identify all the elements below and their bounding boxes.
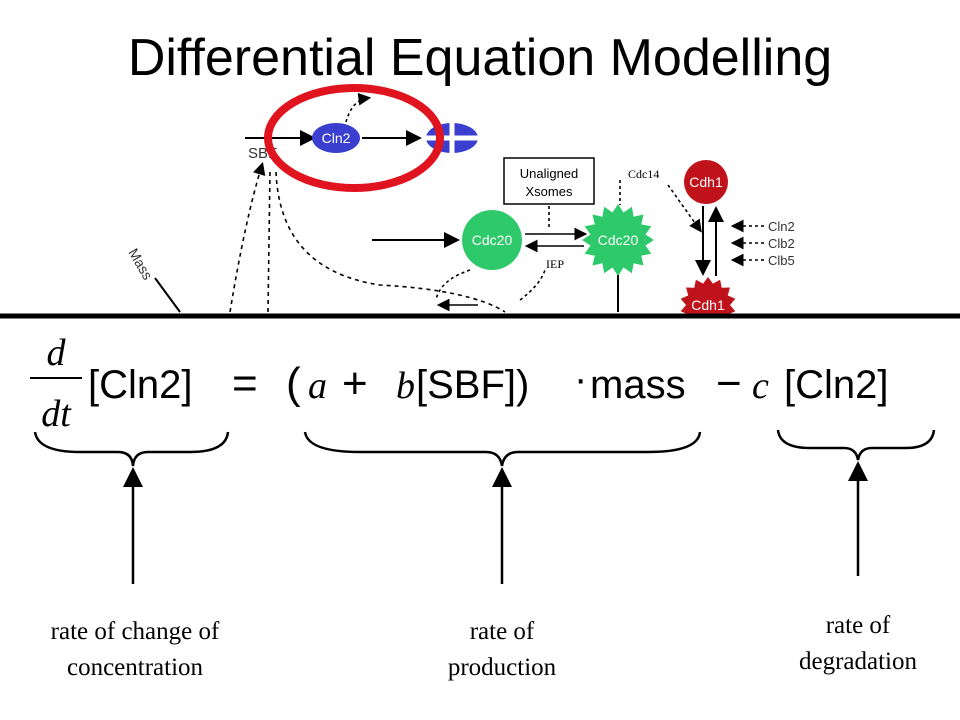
slide-title: Differential Equation Modelling (127, 29, 833, 87)
iep-label: IEP (546, 257, 564, 271)
label-rate-of-production: rate of production (447, 618, 557, 681)
brace-degradation (776, 429, 936, 461)
eq-d: d (47, 332, 67, 374)
unaligned-xsomes-box (503, 157, 595, 205)
cdc20-active-node (582, 204, 654, 276)
equation: d dt [Cln2] = ( a + b [SBF]) · mass − c … (30, 332, 889, 435)
cln2-node (312, 123, 360, 153)
cdh1-inactive-node-label: Cdh1 (691, 297, 725, 313)
eq-cln2-rhs: [Cln2] (784, 363, 889, 407)
inhibitor-cln2: Cln2 (768, 219, 795, 234)
mass-label: Mass (125, 246, 156, 283)
eq-a: a (308, 365, 327, 407)
inhibitor-clb5: Clb5 (768, 253, 795, 268)
brace-change (33, 431, 230, 467)
inhibitor-clb2: Clb2 (768, 236, 795, 251)
brace-production (303, 431, 702, 467)
label-rate-of-degradation: rate of degradation (798, 612, 917, 675)
eq-sbf: [SBF]) (416, 363, 529, 407)
eq-c: c (752, 365, 769, 407)
cdc20-node-label: Cdc20 (472, 232, 513, 248)
cln2-highlight-circle (264, 84, 444, 192)
cdc14-label: Cdc14 (628, 167, 659, 181)
eq-dt: dt (41, 393, 72, 435)
svg-text:Xsomes: Xsomes (526, 184, 573, 199)
eq-mass: mass (590, 363, 686, 407)
eq-equals: = (232, 359, 258, 408)
cln2-node-label: Cln2 (322, 130, 351, 146)
cdc20-active-node-label: Cdc20 (598, 232, 639, 248)
eq-paren-open: ( (286, 359, 301, 408)
eq-b: b (396, 365, 415, 407)
eq-minus: − (716, 359, 742, 408)
cdh1-node (684, 160, 728, 204)
svg-text:Unaligned: Unaligned (520, 166, 579, 181)
eq-cln2-lhs: [Cln2] (88, 363, 193, 407)
label-rate-of-change: rate of change of concentration (50, 618, 220, 681)
cdh1-node-label: Cdh1 (689, 174, 723, 190)
cdc20-node (462, 210, 522, 270)
eq-dot: · (574, 357, 587, 401)
cln2-degradation-arrow (345, 92, 372, 123)
eq-plus: + (342, 359, 368, 408)
